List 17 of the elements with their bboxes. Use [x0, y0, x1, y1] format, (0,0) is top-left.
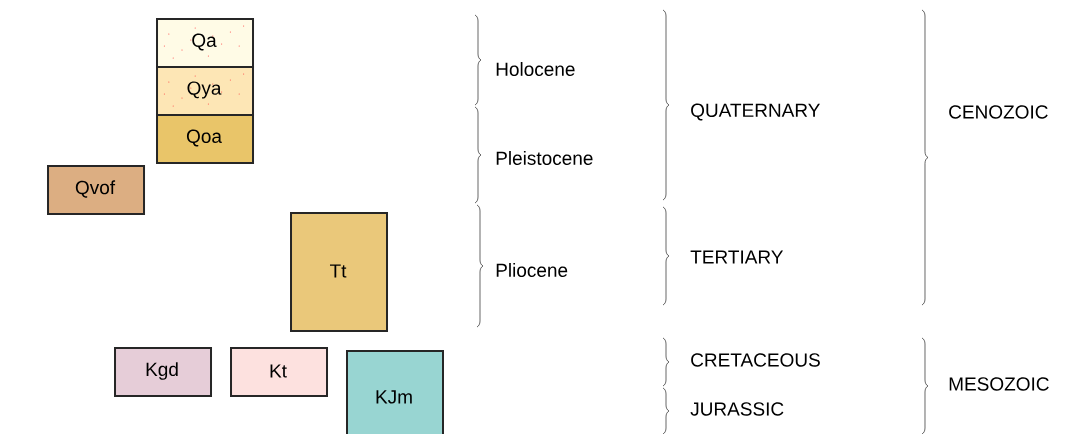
era-label: CENOZOIC — [949, 105, 1048, 119]
map-unit-box: Qoa — [156, 114, 254, 164]
epoch-label: Pleistocene — [496, 151, 593, 165]
period-label: CRETACEOUS — [691, 353, 820, 367]
map-unit-box: Kgd — [114, 347, 212, 397]
epoch-label: Holocene — [496, 62, 575, 76]
map-unit-box: Qya — [156, 66, 254, 116]
map-unit-box: Qa — [156, 18, 254, 68]
map-unit-box: Qvof — [47, 165, 145, 215]
map-unit-box: KJm — [346, 350, 444, 434]
period-label: QUATERNARY — [691, 103, 820, 121]
epoch-label: Pliocene — [496, 263, 568, 277]
period-label: JURASSIC — [690, 402, 784, 416]
period-label: TERTIARY — [690, 250, 784, 264]
map-unit-box: Kt — [230, 347, 328, 397]
era-label: MESOZOIC — [949, 377, 1049, 391]
map-unit-box: Tt — [290, 212, 388, 332]
